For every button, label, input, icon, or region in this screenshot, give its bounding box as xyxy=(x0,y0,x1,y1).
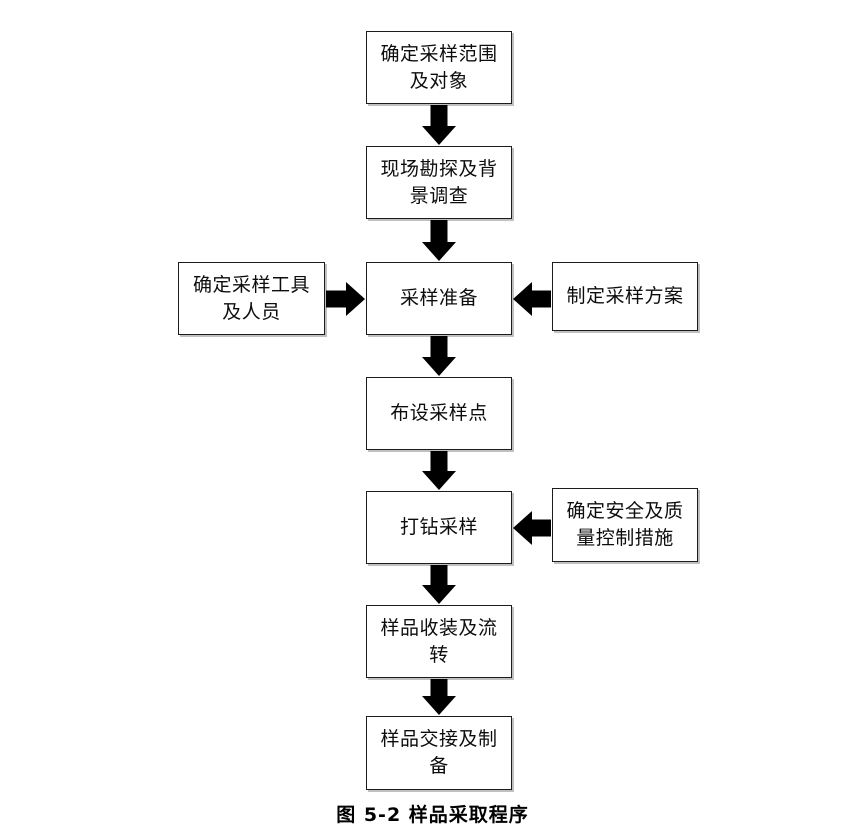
node-packing-label: 样品收装及流转 xyxy=(380,616,498,666)
node-drilling-label: 打钻采样 xyxy=(399,516,478,539)
node-scope-label: 确定采样范围及对象 xyxy=(380,42,498,92)
arrow-packing-to-handover xyxy=(419,679,459,715)
node-handover: 样品交接及制备 xyxy=(366,716,512,790)
node-scope: 确定采样范围及对象 xyxy=(366,31,512,104)
node-tools-label: 确定采样工具及人员 xyxy=(192,273,310,323)
arrow-safety-to-drilling xyxy=(513,508,551,548)
node-prepare-label: 采样准备 xyxy=(399,287,478,310)
arrow-scope-to-survey xyxy=(419,105,459,145)
node-prepare: 采样准备 xyxy=(366,262,512,335)
node-plan: 制定采样方案 xyxy=(552,262,698,331)
node-handover-label: 样品交接及制备 xyxy=(380,728,498,777)
node-packing: 样品收装及流转 xyxy=(366,605,512,678)
arrow-plan-to-prepare xyxy=(513,279,551,319)
node-safety-label: 确定安全及质量控制措施 xyxy=(566,500,684,549)
node-plan-label: 制定采样方案 xyxy=(566,285,684,308)
arrow-drilling-to-packing xyxy=(419,565,459,604)
figure-caption: 图 5-2 样品采取程序 xyxy=(336,804,529,826)
node-survey-label: 现场勘探及背景调查 xyxy=(380,157,498,207)
arrow-prepare-to-points xyxy=(419,336,459,376)
node-points-label: 布设采样点 xyxy=(390,402,488,425)
node-points: 布设采样点 xyxy=(366,377,512,450)
arrow-points-to-drilling xyxy=(419,451,459,490)
node-tools: 确定采样工具及人员 xyxy=(178,262,325,335)
arrow-survey-to-prepare xyxy=(419,220,459,261)
node-drilling: 打钻采样 xyxy=(366,491,512,564)
node-survey: 现场勘探及背景调查 xyxy=(366,146,512,219)
arrow-tools-to-prepare xyxy=(326,279,365,319)
node-safety: 确定安全及质量控制措施 xyxy=(552,488,698,562)
